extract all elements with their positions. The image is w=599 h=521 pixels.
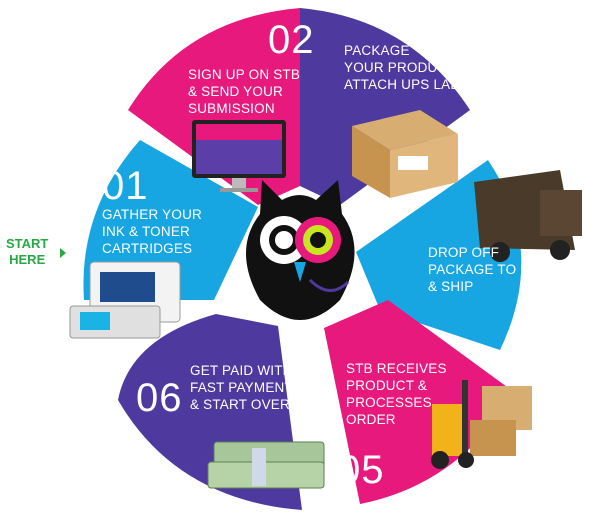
step-06-label: GET PAID WITH FAST PAYMENT & START OVER [190,363,293,412]
step-03-petal [300,8,470,205]
toner-cartridges-icon [69,261,181,339]
step-03-number: 03 [474,98,521,142]
delivery-truck-icon [474,170,582,262]
cardboard-box-icon [352,110,458,198]
step-01-label: GATHER YOUR INK & TONER CARTRIDGES [102,207,202,256]
step-05-petal [324,300,514,504]
step-02-number: 02 [268,18,315,62]
owl-left-eye-inner [275,231,293,249]
step-04-label: DROP OFF PACKAGE TO UPS & SHIP [428,245,549,294]
cash-stack-icon [207,441,325,489]
step-06-number: 06 [136,376,183,420]
owl-right-eye-inner [310,232,326,248]
step-01-petal [83,140,259,300]
owl-smile [308,278,350,292]
start-here-label: START HERE [6,236,49,267]
monitor-website-icon [192,120,286,192]
step-04-number: 04 [512,298,559,342]
forklift-icon [431,380,532,469]
start-arrow-icon [60,248,66,258]
owl-beak [294,262,306,282]
step-01-number: 01 [102,164,149,208]
step-05-number: 05 [338,448,385,492]
step-05-label: STB RECEIVES PRODUCT & PROCESSES ORDER [346,361,447,427]
step-03-label: PACKAGE YOUR PRODUCT & ATTACH UPS LABEL [344,43,477,92]
step-02-label: SIGN UP ON STB & SEND YOUR SUBMISSION [188,67,301,116]
owl-logo [246,180,355,320]
